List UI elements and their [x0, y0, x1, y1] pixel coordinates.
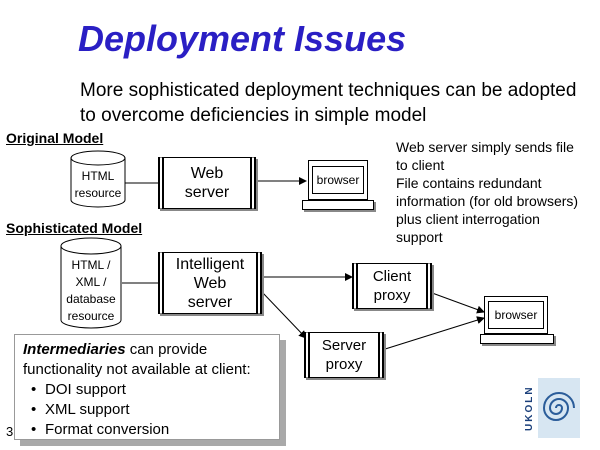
html-resource-cylinder: HTML resource — [70, 150, 126, 208]
server-proxy-label: Server proxy — [321, 337, 367, 373]
client-proxy-label: Client proxy — [372, 268, 412, 304]
browser-screen-label: browser — [488, 301, 544, 329]
database-resource-cylinder: HTML / XML / database resource — [60, 237, 122, 329]
sophisticated-model-label: Sophisticated Model — [6, 220, 143, 236]
arrow-server-server-proxy — [261, 291, 307, 339]
intermediaries-intro: Intermediaries can provide functionality… — [23, 340, 271, 380]
list-item: XML support — [31, 400, 271, 420]
cylinder-shape — [60, 237, 122, 329]
ukoln-logo-letters: UKOLN — [524, 385, 535, 431]
intermediaries-heading-rest: can provide functionality not available … — [23, 341, 251, 378]
intermediaries-heading: Intermediaries — [23, 341, 126, 358]
list-item: DOI support — [31, 380, 271, 400]
page-number: 3 — [6, 424, 14, 439]
html-resource-label: HTML resource — [74, 169, 122, 200]
browser-computer-sophisticated: browser — [480, 296, 554, 346]
server-proxy-box: Server proxy — [304, 332, 384, 378]
intermediaries-callout: Intermediaries can provide functionality… — [14, 334, 280, 440]
slide-subtitle: More sophisticated deployment techniques… — [80, 80, 577, 126]
client-proxy-box: Client proxy — [352, 263, 432, 309]
intelligent-web-server-label: Intelligent Web server — [175, 255, 245, 311]
monitor-base — [302, 200, 374, 210]
browser-computer-original: browser — [302, 160, 374, 210]
intermediaries-list: DOI support XML support Format conversio… — [23, 380, 271, 440]
slide-title: Deployment Issues — [78, 18, 407, 59]
monitor-base — [480, 334, 554, 344]
ukoln-logo: UKOLN — [524, 378, 580, 438]
original-model-label: Original Model — [6, 130, 104, 146]
browser-screen-label: browser — [312, 166, 364, 194]
web-server-label: Web server — [184, 165, 230, 201]
web-server-box: Web server — [158, 157, 256, 209]
arrow-client-proxy-browser — [423, 289, 485, 314]
arrow-server-proxy-browser — [381, 316, 485, 351]
list-item: Format conversion — [31, 420, 271, 440]
cylinder-shape — [70, 150, 126, 208]
ukoln-logo-icon — [538, 378, 580, 438]
intelligent-web-server-box: Intelligent Web server — [158, 252, 262, 314]
database-resource-label: HTML / XML / database resource — [66, 258, 116, 323]
notes-text: Web server simply sends file to client F… — [396, 139, 579, 245]
